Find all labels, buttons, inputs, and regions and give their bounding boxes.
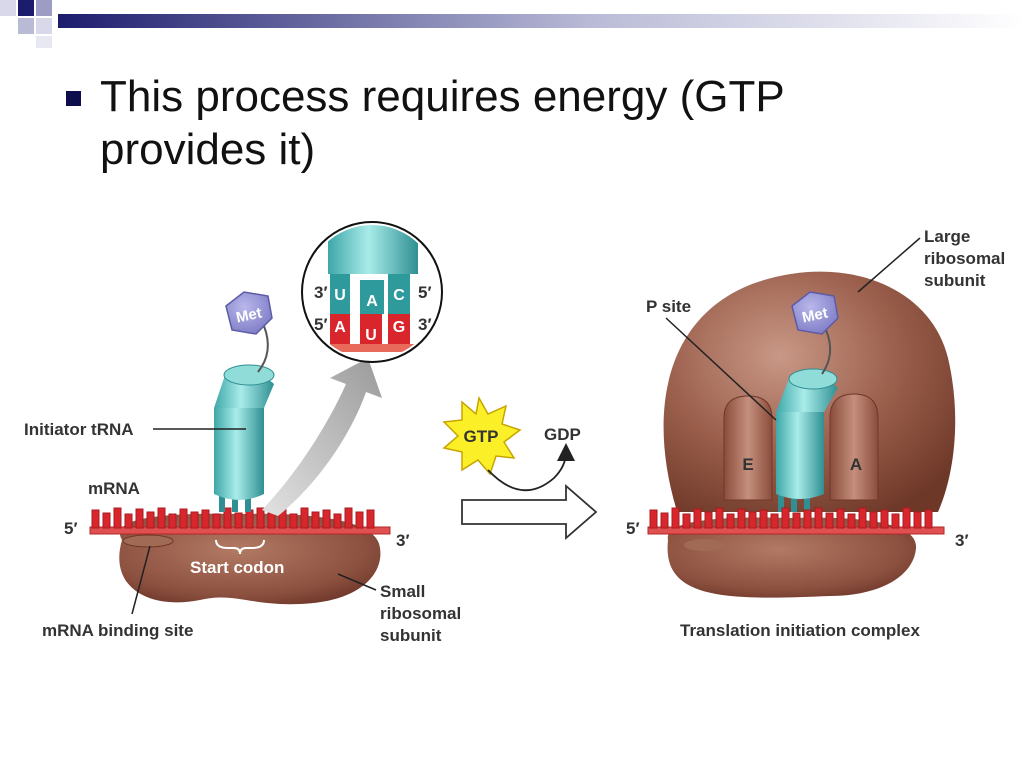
mrna-label: mRNA (88, 479, 140, 498)
codon-base-2: U (365, 327, 377, 344)
met-label-right: Met (800, 305, 829, 327)
anticodon-base-1: U (334, 287, 346, 304)
gtp-starburst (442, 395, 522, 476)
codon-base-3: G (393, 319, 405, 336)
p-site-trna (776, 329, 838, 512)
large-subunit-leader (857, 237, 921, 293)
small-ribosomal-subunit-right (667, 517, 917, 598)
gdp-curved-arrow (487, 443, 575, 492)
right-5prime-label: 5′ (626, 519, 640, 538)
right-panel: E A Met (626, 227, 1005, 640)
small-subunit-label-3: subunit (380, 626, 442, 645)
small-subunit-label-2: ribosomal (380, 604, 461, 623)
translation-initiation-diagram: Met 3′ 5′ U A C 5′ (24, 221, 1005, 645)
small-ribosomal-subunit (119, 513, 381, 605)
met-label: Met (234, 305, 263, 327)
initiator-trna (214, 325, 275, 512)
a-site: A (829, 393, 879, 501)
bullet-marker (66, 91, 81, 106)
mrna-binding-site-leader (131, 545, 151, 615)
mrna-teeth-right (649, 507, 933, 529)
small-subunit-leader (337, 573, 377, 591)
met-amino-acid-right: Met (791, 291, 839, 335)
energy-step: GTP GDP (442, 395, 598, 540)
mrna-3prime-label: 3′ (396, 531, 410, 550)
mrna-5prime-label: 5′ (64, 519, 78, 538)
mrna-teeth (91, 507, 375, 529)
anticodon-3prime: 3′ (314, 283, 328, 302)
title-decoration (0, 0, 1024, 48)
e-site-label: E (742, 455, 753, 474)
codon-base-1: A (334, 319, 346, 336)
start-codon-brace (215, 539, 265, 555)
gtp-label: GTP (464, 427, 499, 446)
large-subunit-label-3: subunit (924, 271, 986, 290)
mrna-binding-site-mark (122, 534, 174, 548)
start-codon-label: Start codon (190, 558, 284, 577)
complex-caption: Translation initiation complex (680, 621, 920, 640)
codon-3prime: 3′ (418, 315, 432, 334)
anticodon-base-3: C (393, 287, 405, 304)
small-subunit-label-1: Small (380, 582, 425, 601)
anticodon-5prime: 5′ (418, 283, 432, 302)
mrna-binding-site-label: mRNA binding site (42, 621, 193, 640)
zoom-arrow (262, 358, 382, 516)
met-amino-acid: Met (225, 291, 273, 335)
large-subunit-label-2: ribosomal (924, 249, 1005, 268)
process-arrow (461, 484, 598, 540)
e-site: E (723, 395, 773, 501)
p-site-leader (665, 317, 777, 421)
codon-inset: 3′ 5′ U A C 5′ 3′ A U G (301, 221, 443, 363)
gdp-label: GDP (544, 425, 581, 444)
left-panel: Met 3′ 5′ U A C 5′ (24, 221, 461, 645)
anticodon-base-2: A (366, 293, 378, 310)
large-subunit-label-1: Large (924, 227, 970, 246)
bullet-text: This process requires energy (GTP provid… (100, 72, 784, 174)
codon-5prime: 5′ (314, 315, 328, 334)
initiator-trna-label: Initiator tRNA (24, 420, 134, 439)
small-subunit-pocket (684, 539, 724, 551)
p-site-label: P site (646, 297, 691, 316)
a-site-label: A (850, 455, 862, 474)
right-3prime-label: 3′ (955, 531, 969, 550)
